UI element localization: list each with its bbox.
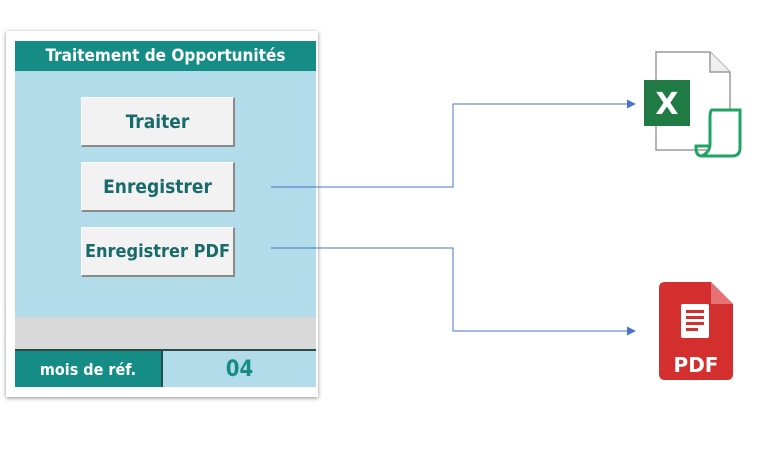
panel-body: Traitement de Opportunités Traiter Enreg… xyxy=(15,41,316,387)
excel-file-icon: X xyxy=(644,51,742,158)
opportunities-panel: Traitement de Opportunités Traiter Enreg… xyxy=(6,31,318,397)
month-row: mois de réf. 04 xyxy=(15,349,316,387)
excel-connector xyxy=(271,103,628,188)
pdf-connector xyxy=(271,247,628,332)
enregistrer-pdf-button[interactable]: Enregistrer PDF xyxy=(81,227,235,277)
pdf-connector-arrow xyxy=(627,326,636,336)
enregistrer-button[interactable]: Enregistrer xyxy=(81,162,235,212)
status-bar xyxy=(15,317,316,349)
panel-title: Traitement de Opportunités xyxy=(15,41,316,71)
month-value[interactable]: 04 xyxy=(163,351,316,387)
excel-icon-letter: X xyxy=(655,87,678,122)
excel-connector-arrow xyxy=(627,99,636,109)
pdf-icon-label: PDF xyxy=(674,353,719,377)
month-label: mois de réf. xyxy=(15,351,163,387)
pdf-file-icon: PDF xyxy=(659,282,733,380)
traiter-button[interactable]: Traiter xyxy=(81,97,235,147)
